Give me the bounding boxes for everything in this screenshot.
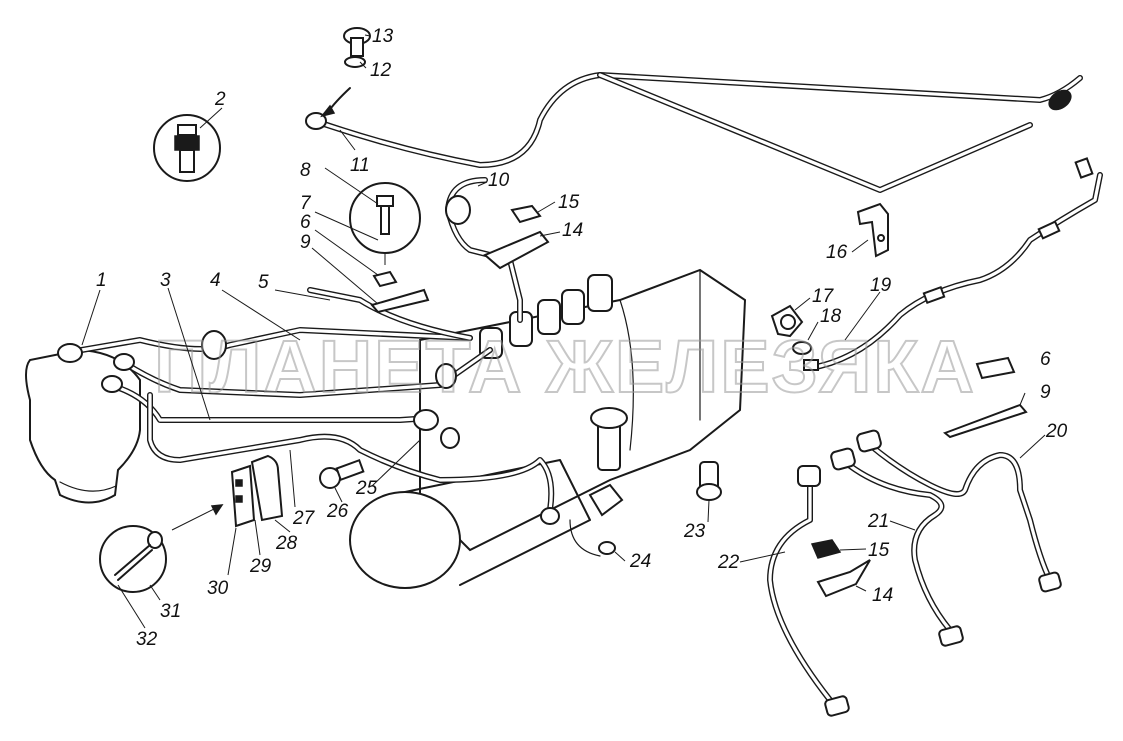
callout-15: 15 bbox=[558, 192, 580, 213]
callout-15-lower: 15 bbox=[868, 540, 890, 561]
callout-2: 2 bbox=[214, 89, 226, 110]
clamp-plate-14-upper bbox=[483, 230, 550, 270]
clamp-6-right bbox=[975, 356, 1016, 380]
callout-8: 8 bbox=[300, 160, 311, 181]
callout-32: 32 bbox=[136, 629, 158, 650]
callout-17: 17 bbox=[812, 286, 835, 307]
clamp-6-center bbox=[372, 270, 398, 288]
injection-lines-right bbox=[767, 429, 1062, 717]
clamp-strip-9-center bbox=[370, 288, 430, 314]
callout-6: 6 bbox=[300, 212, 311, 233]
callout-28: 28 bbox=[275, 533, 298, 554]
callout-3: 3 bbox=[160, 270, 171, 291]
clamp-plate-14-lower bbox=[816, 559, 871, 598]
line-to-24 bbox=[569, 519, 601, 557]
drain-line-19 bbox=[803, 157, 1103, 371]
callout-11: 11 bbox=[350, 155, 370, 176]
bolt-26 bbox=[319, 458, 365, 489]
callout-23: 23 bbox=[683, 521, 706, 542]
washer-12 bbox=[344, 56, 366, 68]
washer-18 bbox=[792, 341, 812, 355]
callout-26: 26 bbox=[326, 501, 349, 522]
callout-21: 21 bbox=[867, 511, 889, 532]
callout-5: 5 bbox=[258, 272, 269, 293]
callout-13: 13 bbox=[372, 26, 394, 47]
fuel-filter-housing bbox=[25, 348, 141, 504]
callout-22: 22 bbox=[717, 552, 740, 573]
callout-12: 12 bbox=[370, 60, 392, 81]
injection-pump-body bbox=[349, 268, 747, 589]
bracket-16 bbox=[856, 202, 889, 258]
callout-20: 20 bbox=[1045, 421, 1068, 442]
clamp-pad-15-upper bbox=[510, 204, 542, 224]
callout-9: 9 bbox=[300, 232, 311, 253]
callout-25: 25 bbox=[355, 478, 378, 499]
callout-1: 1 bbox=[96, 270, 107, 291]
bolt-8-detail bbox=[349, 182, 421, 265]
callout-leaders bbox=[81, 34, 1046, 629]
washer-24 bbox=[598, 541, 616, 555]
callout-19: 19 bbox=[870, 275, 892, 296]
line-10 bbox=[445, 177, 523, 323]
callout-24: 24 bbox=[629, 551, 651, 572]
callout-16: 16 bbox=[826, 242, 848, 263]
injection-lines-left bbox=[57, 287, 560, 525]
bolt-13 bbox=[343, 27, 371, 57]
callout-27: 27 bbox=[292, 508, 316, 529]
watermark-text: ПЛАНЕТА ЖЕЛЕЗЯКА bbox=[154, 325, 976, 408]
callout-14: 14 bbox=[562, 220, 583, 241]
callout-9-right: 9 bbox=[1040, 382, 1051, 403]
callout-4: 4 bbox=[210, 270, 221, 291]
callout-10: 10 bbox=[488, 170, 510, 191]
fitting-23 bbox=[696, 461, 722, 501]
callout-6-right: 6 bbox=[1040, 349, 1051, 370]
banjo-bolt-17 bbox=[770, 304, 804, 338]
clamp-assembly-28-30 bbox=[171, 454, 284, 531]
bolt-32-detail bbox=[99, 525, 167, 593]
clamp-strip-9-right bbox=[942, 403, 1028, 439]
callout-labels: 1 2 3 4 5 6 6 7 8 9 9 10 11 12 13 14 14 … bbox=[96, 26, 1068, 650]
clamp-pad-15-lower bbox=[810, 539, 842, 559]
callout-7: 7 bbox=[300, 193, 312, 214]
callout-30: 30 bbox=[207, 578, 229, 599]
return-line-11 bbox=[305, 72, 1083, 193]
callout-31: 31 bbox=[160, 601, 181, 622]
callout-29: 29 bbox=[249, 556, 272, 577]
callout-18: 18 bbox=[820, 306, 842, 327]
callout-14-lower: 14 bbox=[872, 585, 893, 606]
fitting-2-detail bbox=[153, 114, 221, 182]
